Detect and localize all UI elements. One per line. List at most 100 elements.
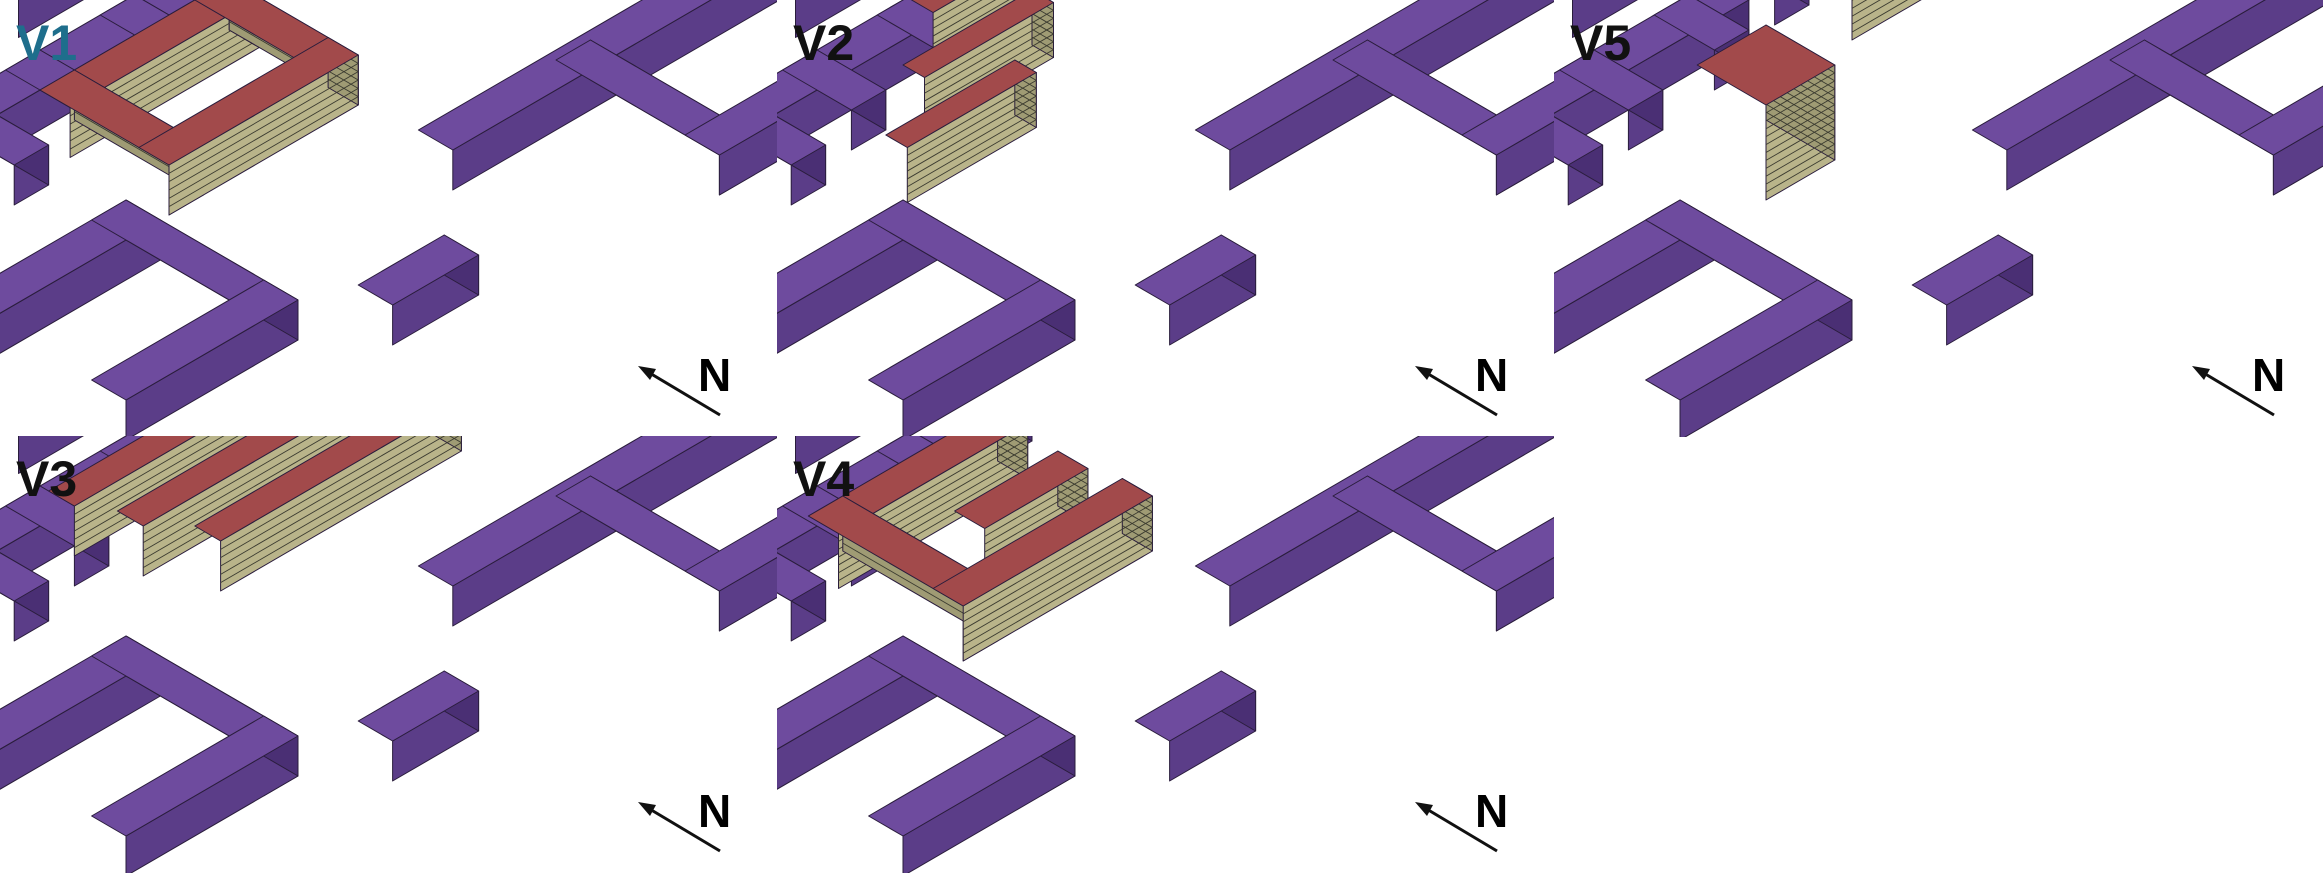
floor-line <box>932 0 970 21</box>
floor-line <box>142 436 342 552</box>
context-building-block-side <box>1495 120 1554 196</box>
floor-line <box>1765 135 1836 177</box>
panel-v5: V5 N <box>1554 0 2323 437</box>
floor-line <box>924 33 1054 110</box>
context-building-block-roof <box>868 715 1076 837</box>
context-building-block-roof <box>2238 85 2323 156</box>
context-building-block-side <box>452 436 777 627</box>
floor-line <box>962 511 1153 623</box>
context-building-block-roof <box>1645 279 1853 401</box>
context-building-block-side <box>452 0 777 191</box>
variant-label-v5: V5 <box>1570 15 1632 71</box>
north-arrow-icon <box>638 802 721 853</box>
floor-line <box>1031 21 1054 35</box>
scene-v5 <box>1554 0 2323 437</box>
floor-line <box>449 436 462 444</box>
floor-line <box>1765 143 1836 185</box>
north-label: N <box>1475 785 1509 837</box>
context-building-block-roof <box>1134 234 1257 306</box>
floor-line <box>168 62 359 174</box>
floor-line <box>1765 120 1836 161</box>
context-building-block-roof <box>417 0 712 151</box>
floor-line <box>168 79 359 191</box>
proposed-building-block-roof <box>138 37 359 166</box>
floor-line <box>924 25 1054 102</box>
floor-line <box>1021 436 1028 440</box>
context-building-block-side <box>718 556 777 632</box>
context-building-block-side <box>1495 556 1554 632</box>
floor-line <box>1765 88 1836 130</box>
floor-line <box>74 436 225 524</box>
floor-line <box>932 0 983 29</box>
panel-v2: V2 N <box>777 0 1554 437</box>
floor-line <box>984 483 1089 545</box>
proposed-building-block-roof <box>116 436 299 527</box>
context-building-block-roof <box>1461 516 1554 592</box>
context-building-block-side <box>795 436 861 474</box>
floor-line <box>327 78 359 98</box>
floor-line <box>1014 83 1037 97</box>
floor-line <box>168 96 359 208</box>
floor-line <box>997 452 1028 472</box>
context-building-block-side <box>2272 125 2323 196</box>
north-indicator: N <box>1397 786 1517 856</box>
north-arrow-icon <box>1415 366 1498 417</box>
floor-line <box>1007 436 1028 448</box>
context-building-block-roof <box>1653 0 1750 51</box>
proposed-building-block-roof <box>885 59 1037 148</box>
floor-line <box>907 79 1037 156</box>
north-label: N <box>698 785 732 837</box>
floor-line <box>962 527 1153 638</box>
variant-label-v1: V1 <box>16 15 78 71</box>
floor-line <box>168 87 359 199</box>
context-building-block-roof <box>782 49 887 111</box>
context-building-block-roof <box>868 279 1076 401</box>
proposed-building-block-roof <box>902 0 1054 78</box>
floor-line <box>327 70 359 89</box>
floor-line <box>1765 151 1836 193</box>
panel-v1: V1 N <box>0 0 777 437</box>
floor-line <box>1765 127 1836 169</box>
floor-line <box>220 436 417 550</box>
north-label: N <box>1475 349 1509 401</box>
north-indicator: N <box>620 786 740 856</box>
context-building-block-side <box>1229 0 1554 191</box>
context-building-block-side <box>1572 0 1638 38</box>
floor-line <box>932 0 997 37</box>
north-indicator: N <box>2174 350 2294 420</box>
context-building-block-roof <box>357 234 480 306</box>
proposed-building-block-side <box>435 436 462 452</box>
context-building-block-side <box>18 0 84 38</box>
context-building-block-roof <box>1971 0 2266 151</box>
floor-line <box>142 436 314 535</box>
floor-line <box>1057 482 1089 501</box>
variant-label-v2: V2 <box>793 15 855 71</box>
proposed-building-block-roof <box>932 478 1153 607</box>
north-label: N <box>2252 349 2286 401</box>
context-building-block-roof <box>0 116 50 166</box>
context-building-block-roof <box>1559 49 1664 111</box>
floor-line <box>907 87 1037 164</box>
floor-line <box>1122 525 1153 544</box>
floor-line <box>1031 13 1054 27</box>
context-building-block-side <box>1774 0 1810 26</box>
floor-line <box>924 9 1054 86</box>
floor-line <box>1851 0 1881 17</box>
floor-line <box>1014 106 1037 121</box>
context-building-block-side <box>718 120 777 196</box>
floor-line <box>997 437 1028 456</box>
context-building-block-side <box>795 0 861 38</box>
context-building-block-roof <box>684 516 777 592</box>
context-building-block-roof <box>684 80 777 156</box>
proposed-building-block-roof <box>954 450 1089 529</box>
floor-line <box>962 542 1153 654</box>
proposed-building-block-side <box>997 436 1029 479</box>
north-arrow-icon <box>1415 802 1498 853</box>
context-building-block-roof <box>91 715 299 837</box>
context-building-block-roof <box>417 436 712 587</box>
floor-line <box>1765 80 1836 122</box>
floor-line <box>907 103 1037 180</box>
context-building-block-side <box>1799 0 1810 6</box>
floor-line <box>907 95 1037 172</box>
variant-label-v4: V4 <box>793 451 855 507</box>
